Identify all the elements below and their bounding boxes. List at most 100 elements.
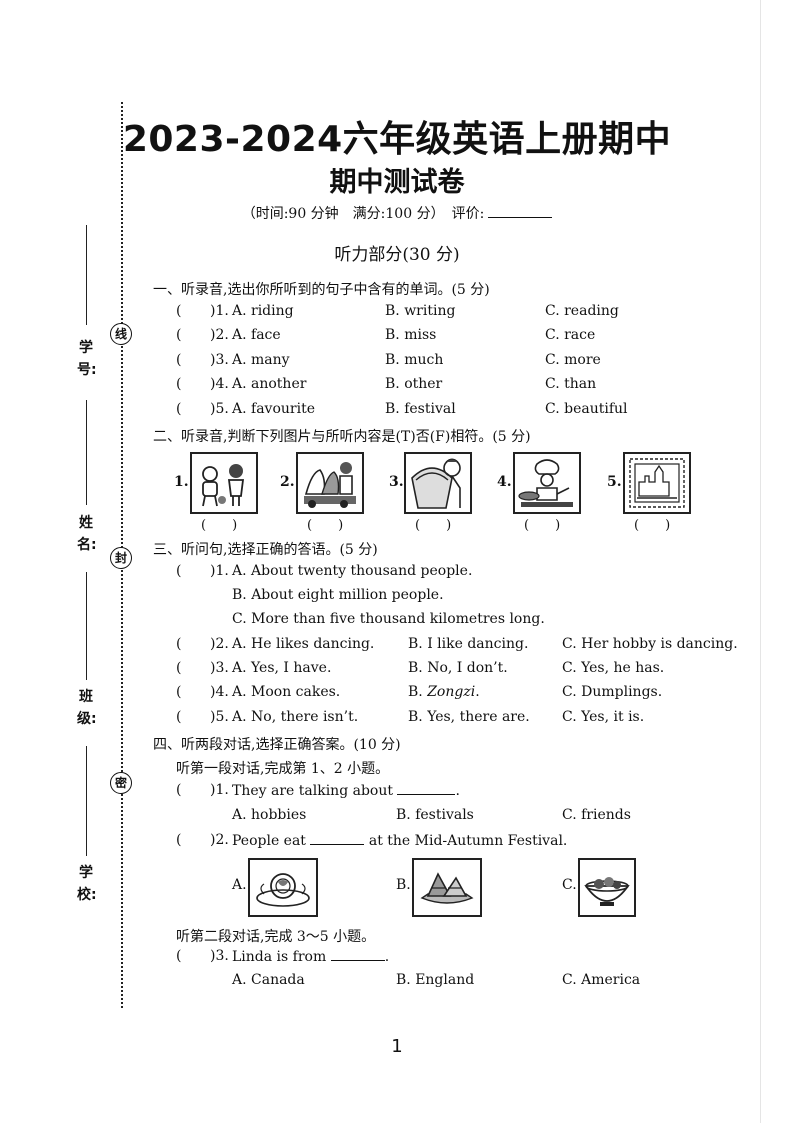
picture-option-a-label[interactable]: A.: [232, 877, 247, 893]
item-number: )1.: [210, 303, 229, 319]
option-b[interactable]: B. writing: [385, 303, 456, 319]
fill-blank[interactable]: [397, 782, 456, 795]
option-a[interactable]: A. He likes dancing.: [232, 636, 375, 652]
page-subtitle: 期中测试卷: [329, 167, 465, 198]
picture-option-tangyuan[interactable]: [578, 858, 636, 917]
answer-paren[interactable]: (: [176, 401, 182, 417]
student-number-label: 学号:: [77, 340, 97, 378]
option-a[interactable]: A. No, there isn’t.: [232, 709, 359, 725]
page-title: 2023-2024六年级英语上册期中: [122, 119, 672, 160]
question-1-text: They are talking about: [232, 783, 393, 799]
section4-heading: 四、听两段对话,选择正确答案。(10 分): [153, 737, 401, 753]
class-line: [86, 572, 87, 680]
option-c[interactable]: C. beautiful: [545, 401, 628, 417]
option-a[interactable]: A. About twenty thousand people.: [232, 563, 473, 579]
option-c[interactable]: C. race: [545, 327, 596, 343]
answer-paren[interactable]: (: [176, 782, 182, 798]
option-b[interactable]: B. miss: [385, 327, 437, 343]
dialog1-instruction: 听第一段对话,完成第 1、2 小题。: [176, 761, 390, 777]
item-number: )3.: [210, 352, 229, 368]
option-c[interactable]: C. more: [545, 352, 601, 368]
class-label: 班级:: [77, 689, 97, 727]
option-c[interactable]: C. More than five thousand kilometres lo…: [232, 611, 545, 627]
student-number-line: [86, 225, 87, 325]
option-b-suffix: .: [475, 684, 480, 700]
section3-heading: 三、听问句,选择正确的答语。(5 分): [153, 542, 378, 558]
option-b[interactable]: B. Zongzi.: [408, 684, 480, 700]
exam-info-text: （时间:90 分钟 满分:100 分） 评价:: [241, 206, 485, 222]
answer-paren[interactable]: (: [176, 709, 182, 725]
option-a[interactable]: A. Canada: [232, 972, 305, 988]
option-a[interactable]: A. hobbies: [232, 807, 307, 823]
answer-paren[interactable]: (: [176, 327, 182, 343]
option-c[interactable]: C. Dumplings.: [562, 684, 663, 700]
school-label: 学校:: [77, 865, 97, 903]
answer-blank[interactable]: ( ): [201, 518, 238, 533]
option-c[interactable]: C. Her hobby is dancing.: [562, 636, 738, 652]
option-b[interactable]: B. other: [385, 376, 443, 392]
fill-blank[interactable]: [330, 948, 385, 961]
answer-paren[interactable]: (: [176, 832, 182, 848]
option-b[interactable]: B. No, I don’t.: [408, 660, 508, 676]
option-b-italic: Zongzi: [427, 684, 476, 700]
answer-paren[interactable]: (: [176, 352, 182, 368]
item-number: )1.: [210, 782, 229, 798]
picture-option-c-label[interactable]: C.: [562, 877, 577, 893]
name-line: [86, 400, 87, 505]
item-number: )2.: [210, 636, 229, 652]
person-with-fan-icon: [411, 458, 461, 509]
option-c[interactable]: C. Yes, it is.: [562, 709, 645, 725]
option-c[interactable]: C. reading: [545, 303, 619, 319]
picture-option-b-label[interactable]: B.: [396, 877, 411, 893]
option-c[interactable]: C. Yes, he has.: [562, 660, 665, 676]
option-b[interactable]: B. I like dancing.: [408, 636, 529, 652]
answer-paren[interactable]: (: [176, 684, 182, 700]
answer-paren[interactable]: (: [176, 660, 182, 676]
picture-number: 5.: [607, 474, 622, 490]
option-a[interactable]: A. riding: [232, 303, 294, 319]
option-b[interactable]: B. much: [385, 352, 444, 368]
answer-paren[interactable]: (: [176, 303, 182, 319]
option-b[interactable]: B. festival: [385, 401, 456, 417]
binding-mark-line: 线: [110, 323, 132, 345]
answer-blank[interactable]: ( ): [634, 518, 671, 533]
option-b[interactable]: B. Yes, there are.: [408, 709, 530, 725]
binding-mark-secret: 密: [110, 772, 132, 794]
option-a[interactable]: A. many: [232, 352, 290, 368]
picture-number: 2.: [280, 474, 295, 490]
picture-5-castle-stamp: [623, 452, 691, 514]
name-label: 姓名:: [77, 515, 97, 553]
picture-option-mooncakes[interactable]: [248, 858, 318, 917]
exam-info: （时间:90 分钟 满分:100 分） 评价:: [0, 203, 794, 223]
option-b[interactable]: B. festivals: [396, 807, 474, 823]
answer-paren[interactable]: (: [176, 563, 182, 579]
score-blank[interactable]: [488, 205, 553, 218]
option-a[interactable]: A. face: [232, 327, 281, 343]
school-line: [86, 746, 87, 856]
question-2-text2: at the Mid-Autumn Festival.: [368, 833, 568, 849]
picture-2-festival-scene: [296, 452, 364, 514]
option-c[interactable]: C. friends: [562, 807, 631, 823]
option-a[interactable]: A. Moon cakes.: [232, 684, 341, 700]
answer-paren[interactable]: (: [176, 636, 182, 652]
fill-blank[interactable]: [310, 832, 365, 845]
item-number: )5.: [210, 401, 229, 417]
option-a[interactable]: A. Yes, I have.: [232, 660, 332, 676]
option-a[interactable]: A. favourite: [232, 401, 315, 417]
picture-3-person-with-fan: [404, 452, 472, 514]
tangyuan-bowl-icon: [584, 877, 630, 906]
question-1-end: .: [455, 783, 460, 799]
picture-option-zongzi[interactable]: [412, 858, 482, 917]
option-b[interactable]: B. England: [396, 972, 475, 988]
option-a[interactable]: A. another: [232, 376, 307, 392]
option-c[interactable]: C. America: [562, 972, 641, 988]
question-1: They are talking about .: [232, 782, 460, 799]
option-b[interactable]: B. About eight million people.: [232, 587, 444, 603]
answer-paren[interactable]: (: [176, 376, 182, 392]
answer-blank[interactable]: ( ): [524, 518, 561, 533]
answer-paren[interactable]: (: [176, 948, 182, 964]
option-c[interactable]: C. than: [545, 376, 597, 392]
answer-blank[interactable]: ( ): [307, 518, 344, 533]
answer-blank[interactable]: ( ): [415, 518, 452, 533]
question-3-text: Linda is from: [232, 949, 327, 965]
